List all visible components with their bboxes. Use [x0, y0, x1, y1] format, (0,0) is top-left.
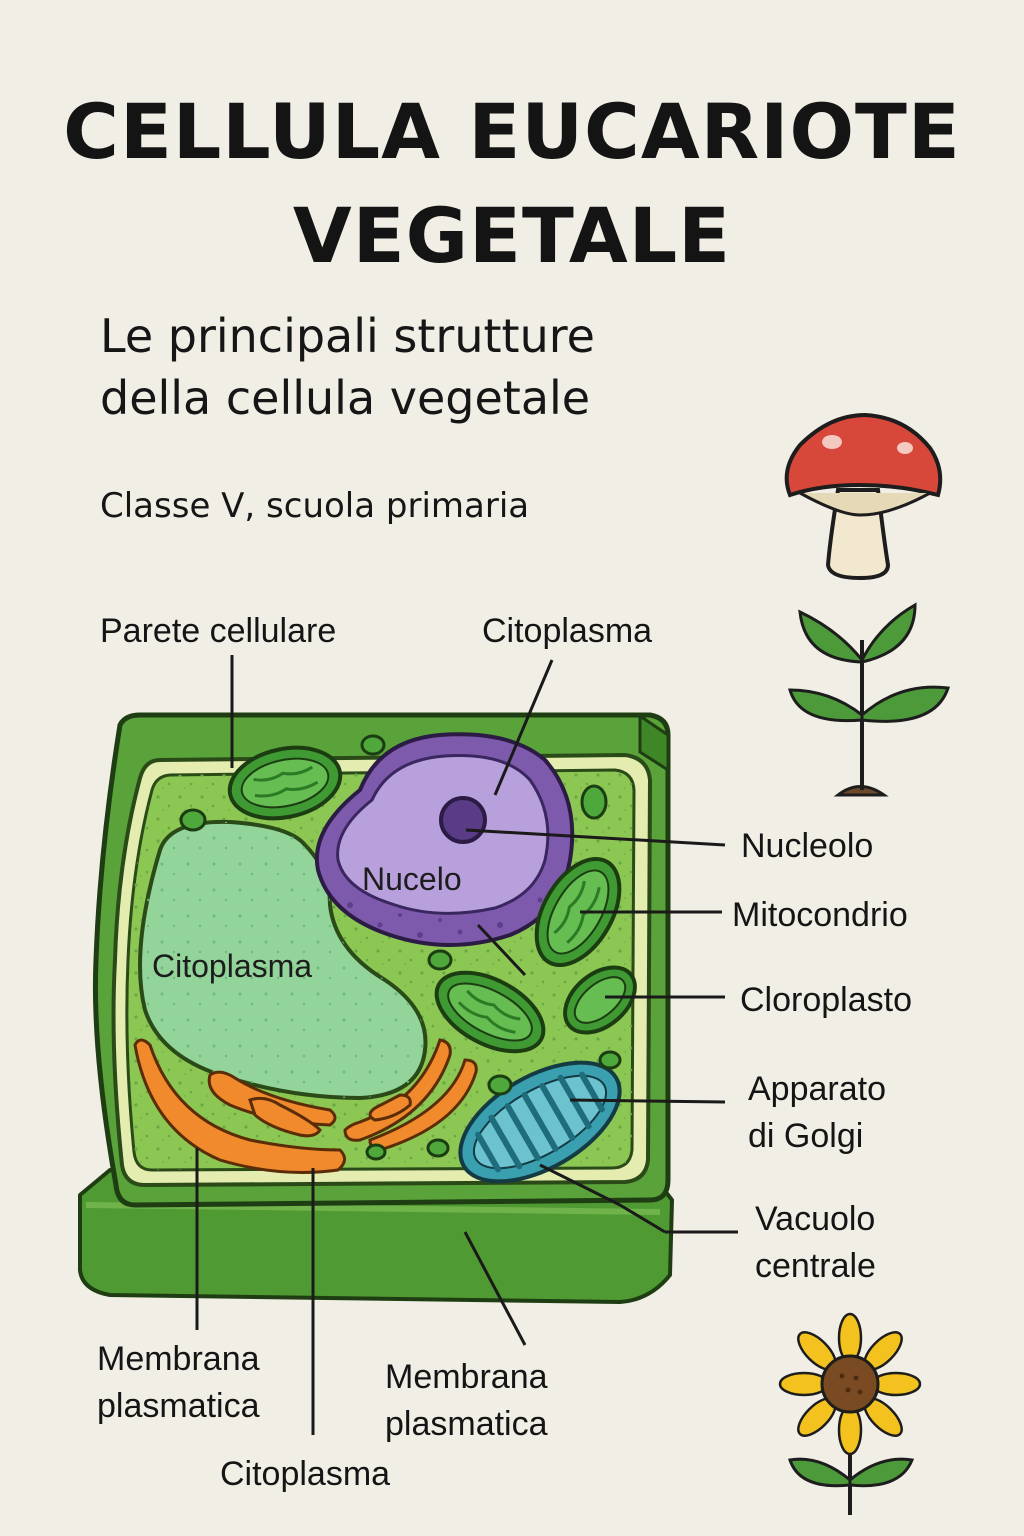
golgi-apparatus [133, 1038, 478, 1174]
subtitle-line-2: della cellula vegetale [100, 371, 591, 425]
label-apparato-line-2: di Golgi [748, 1117, 863, 1155]
label-membrana-right-line-2: plasmatica [385, 1405, 548, 1443]
chloroplast-right [534, 856, 622, 968]
nucleolus [439, 796, 487, 844]
page-title: CELLULA EUCARIOTE VEGETALE [0, 80, 1024, 288]
title-line-1: CELLULA EUCARIOTE [63, 87, 961, 176]
subtitle: Le principali strutture della cellula ve… [100, 305, 595, 429]
mushroom-icon [784, 412, 943, 581]
label-citoplasma-top: Citoplasma [482, 612, 652, 650]
label-nucleolo: Nucleolo [741, 827, 873, 865]
label-mitocondrio: Mitocondrio [732, 896, 908, 934]
grade-label: Classe V, scuola primaria [100, 486, 530, 526]
label-citoplasma-bottom: Citoplasma [220, 1455, 390, 1493]
leader-lines [195, 655, 738, 1435]
label-citoplasma-inner: Citoplasma [152, 948, 312, 984]
label-membrana-right-line-1: Membrana [385, 1358, 548, 1396]
sprout-icon [788, 602, 950, 797]
central-vacuole [138, 819, 428, 1101]
label-apparato-line-1: Apparato [748, 1070, 886, 1108]
label-cloroplasto: Cloroplasto [740, 981, 912, 1019]
title-line-2: VEGETALE [292, 191, 732, 280]
label-parete-cellulare: Parete cellulare [100, 612, 336, 650]
chloroplast-small [563, 965, 637, 1035]
chloroplast-middle [434, 970, 546, 1054]
small-vesicles [179, 734, 622, 1161]
label-vacuolo-line-1: Vacuolo [755, 1200, 875, 1238]
label-membrana-left-line-2: plasmatica [97, 1387, 260, 1425]
chloroplast-top [227, 745, 343, 821]
sunflower-icon [778, 1312, 922, 1515]
label-vacuolo-line-2: centrale [755, 1247, 876, 1285]
label-membrana-left-line-1: Membrana [97, 1340, 260, 1378]
label-nucleo-inner: Nucelo [362, 861, 462, 897]
subtitle-line-1: Le principali strutture [100, 309, 595, 363]
